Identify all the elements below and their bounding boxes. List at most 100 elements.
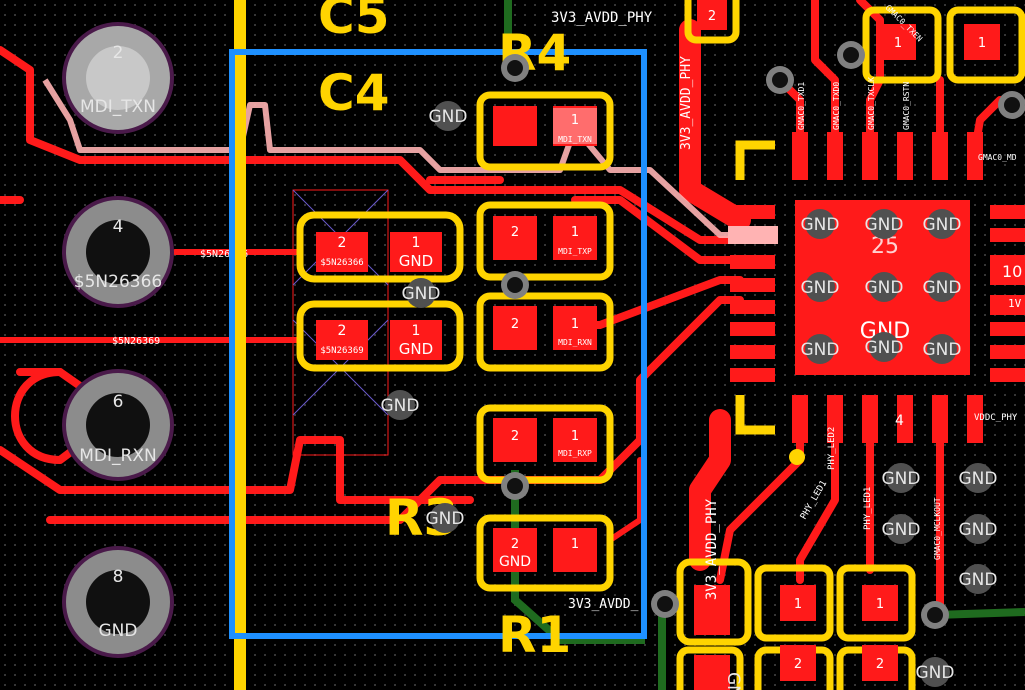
selection-box[interactable] <box>229 49 647 639</box>
net-label-gmac-mclk: GMAC0_MCLKOUT <box>933 497 942 560</box>
net-label-gmac-txd0: GMAC0_TXD0 <box>832 82 841 130</box>
pin-net: $5N26366 <box>74 272 162 292</box>
capacitor-c4[interactable]: 2 $5N26369 1 GND <box>296 300 464 372</box>
svg-text:GND: GND <box>865 215 904 235</box>
resistor-3[interactable]: 2 1 MDI_RXN <box>476 292 614 372</box>
pin-number: 8 <box>113 567 124 587</box>
pad-net: MDI_TXN <box>558 135 592 144</box>
ic-left-pads <box>728 205 778 382</box>
net-label-avdd-vert: 3V3_AVDD_PHY <box>679 56 694 150</box>
pad-net: GND <box>399 252 433 270</box>
pad-net: $5N26369 <box>320 346 363 356</box>
resistor-1[interactable]: 1 MDI_TXN <box>476 91 614 171</box>
designator-r1[interactable]: R1 <box>498 606 571 664</box>
pad-number: 1 <box>571 225 579 240</box>
pad-number: 1 <box>571 317 579 332</box>
svg-text:2: 2 <box>876 657 884 672</box>
pad-net: GND <box>499 554 531 570</box>
gnd-via[interactable]: GND <box>865 332 904 362</box>
gnd-via[interactable]: GND <box>426 503 465 533</box>
via[interactable] <box>501 54 529 82</box>
pad-number: 2 <box>338 235 347 251</box>
selected-net-mdi-txn[interactable] <box>42 78 755 238</box>
pin-number: 4 <box>113 217 124 237</box>
pad-number: 2 <box>511 537 519 552</box>
pad-number: 2 <box>511 317 519 332</box>
pin-number: 6 <box>113 392 124 412</box>
gnd-via[interactable]: GND <box>801 272 840 302</box>
svg-text:GND: GND <box>959 570 998 590</box>
capacitor-c5[interactable]: 2 $5N26366 1 GND <box>296 211 464 283</box>
resistor-4[interactable]: 2 1 MDI_RXP <box>476 404 614 484</box>
pad-number: 1 <box>571 429 579 444</box>
vias[interactable] <box>501 41 1025 629</box>
gnd-via[interactable]: GND <box>865 209 904 239</box>
svg-text:2: 2 <box>794 657 802 672</box>
pad-net: $5N26366 <box>320 258 363 268</box>
gnd-via[interactable]: GN <box>723 672 743 690</box>
gnd-via[interactable]: GND <box>959 564 998 594</box>
via[interactable] <box>501 271 529 299</box>
pin-net: GND <box>99 621 138 641</box>
top-right-components[interactable]: 2 1 1 <box>684 0 1025 84</box>
gnd-via[interactable]: GND <box>882 463 921 493</box>
connector-pin-8[interactable]: 8 GND <box>62 546 174 658</box>
gnd-via[interactable]: GND <box>923 209 962 239</box>
pad-number: 2 <box>511 429 519 444</box>
connector: 2 MDI_TXN 4 $5N26366 6 MDI_RXN 8 GND <box>62 22 174 658</box>
connector-pin-2[interactable]: 2 MDI_TXN <box>62 22 174 134</box>
designator-c5[interactable]: C5 <box>318 0 389 45</box>
designator-c4[interactable]: C4 <box>318 64 389 122</box>
via[interactable] <box>837 41 865 69</box>
gnd-via[interactable]: GND <box>801 334 840 364</box>
net-label-avdd-bottom: 3V3_AVDD_PHY <box>704 498 720 600</box>
pad-net: GND <box>399 340 433 358</box>
pad-number: 2 <box>511 225 519 240</box>
via[interactable] <box>651 590 679 618</box>
ic-right-pads <box>990 205 1025 382</box>
pad-number: 1 <box>571 537 579 552</box>
gnd-via[interactable]: GND <box>959 514 998 544</box>
via[interactable] <box>998 91 1025 119</box>
svg-text:GND: GND <box>959 469 998 489</box>
gnd-via[interactable]: GND <box>865 272 904 302</box>
gnd-via[interactable]: GND <box>402 278 441 308</box>
connector-pin-6[interactable]: 6 MDI_RXN <box>62 369 174 481</box>
net-label-5n26369: $5N26369 <box>112 336 160 347</box>
connector-pin-4[interactable]: 4 $5N26366 <box>62 196 174 308</box>
net-label-phy-led1: PHY_LED1 <box>863 487 873 530</box>
net-label-avdd-top: 3V3_AVDD_PHY <box>551 10 653 26</box>
gnd-via[interactable]: GND <box>923 334 962 364</box>
gnd-via[interactable]: GND <box>916 657 955 687</box>
gnd-via[interactable]: GND <box>923 272 962 302</box>
pad-number: 1 <box>412 235 421 251</box>
gnd-via[interactable]: GND <box>959 463 998 493</box>
gnd-via[interactable]: GND <box>882 514 921 544</box>
gnd-via[interactable]: GND <box>381 390 420 420</box>
net-label-gmac-txclk: GMAC0_TXCLK <box>867 77 876 130</box>
gnd-via[interactable]: GND <box>429 101 468 131</box>
ic-bottom-pads <box>792 395 983 443</box>
svg-text:GND: GND <box>801 278 840 298</box>
gnd-via[interactable]: GND <box>801 209 840 239</box>
resistor-2[interactable]: 2 1 MDI_TXP <box>476 201 614 281</box>
svg-text:1: 1 <box>894 36 902 51</box>
via[interactable] <box>501 472 529 500</box>
svg-text:GND: GND <box>402 284 441 304</box>
svg-text:GND: GND <box>959 520 998 540</box>
silkscreen-edge-line <box>234 0 246 690</box>
pin-number: 2 <box>113 43 124 63</box>
via[interactable] <box>766 66 794 94</box>
svg-text:2: 2 <box>708 9 716 24</box>
pad-net: MDI_RXP <box>558 449 592 458</box>
net-label-avdd-trace: 3V3_AVDD_ <box>568 597 639 612</box>
svg-text:GND: GND <box>923 278 962 298</box>
resistor-5[interactable]: 2 GND 1 <box>476 514 614 592</box>
pin1-marker <box>789 449 805 465</box>
bottom-right-components[interactable]: 1 1 2 2 <box>676 558 916 690</box>
via[interactable] <box>921 601 949 629</box>
gnd-vias[interactable]: GND GND GND GND GND GND GND GND GND GND … <box>381 101 998 690</box>
ic-pad-number: 4 <box>895 413 904 429</box>
